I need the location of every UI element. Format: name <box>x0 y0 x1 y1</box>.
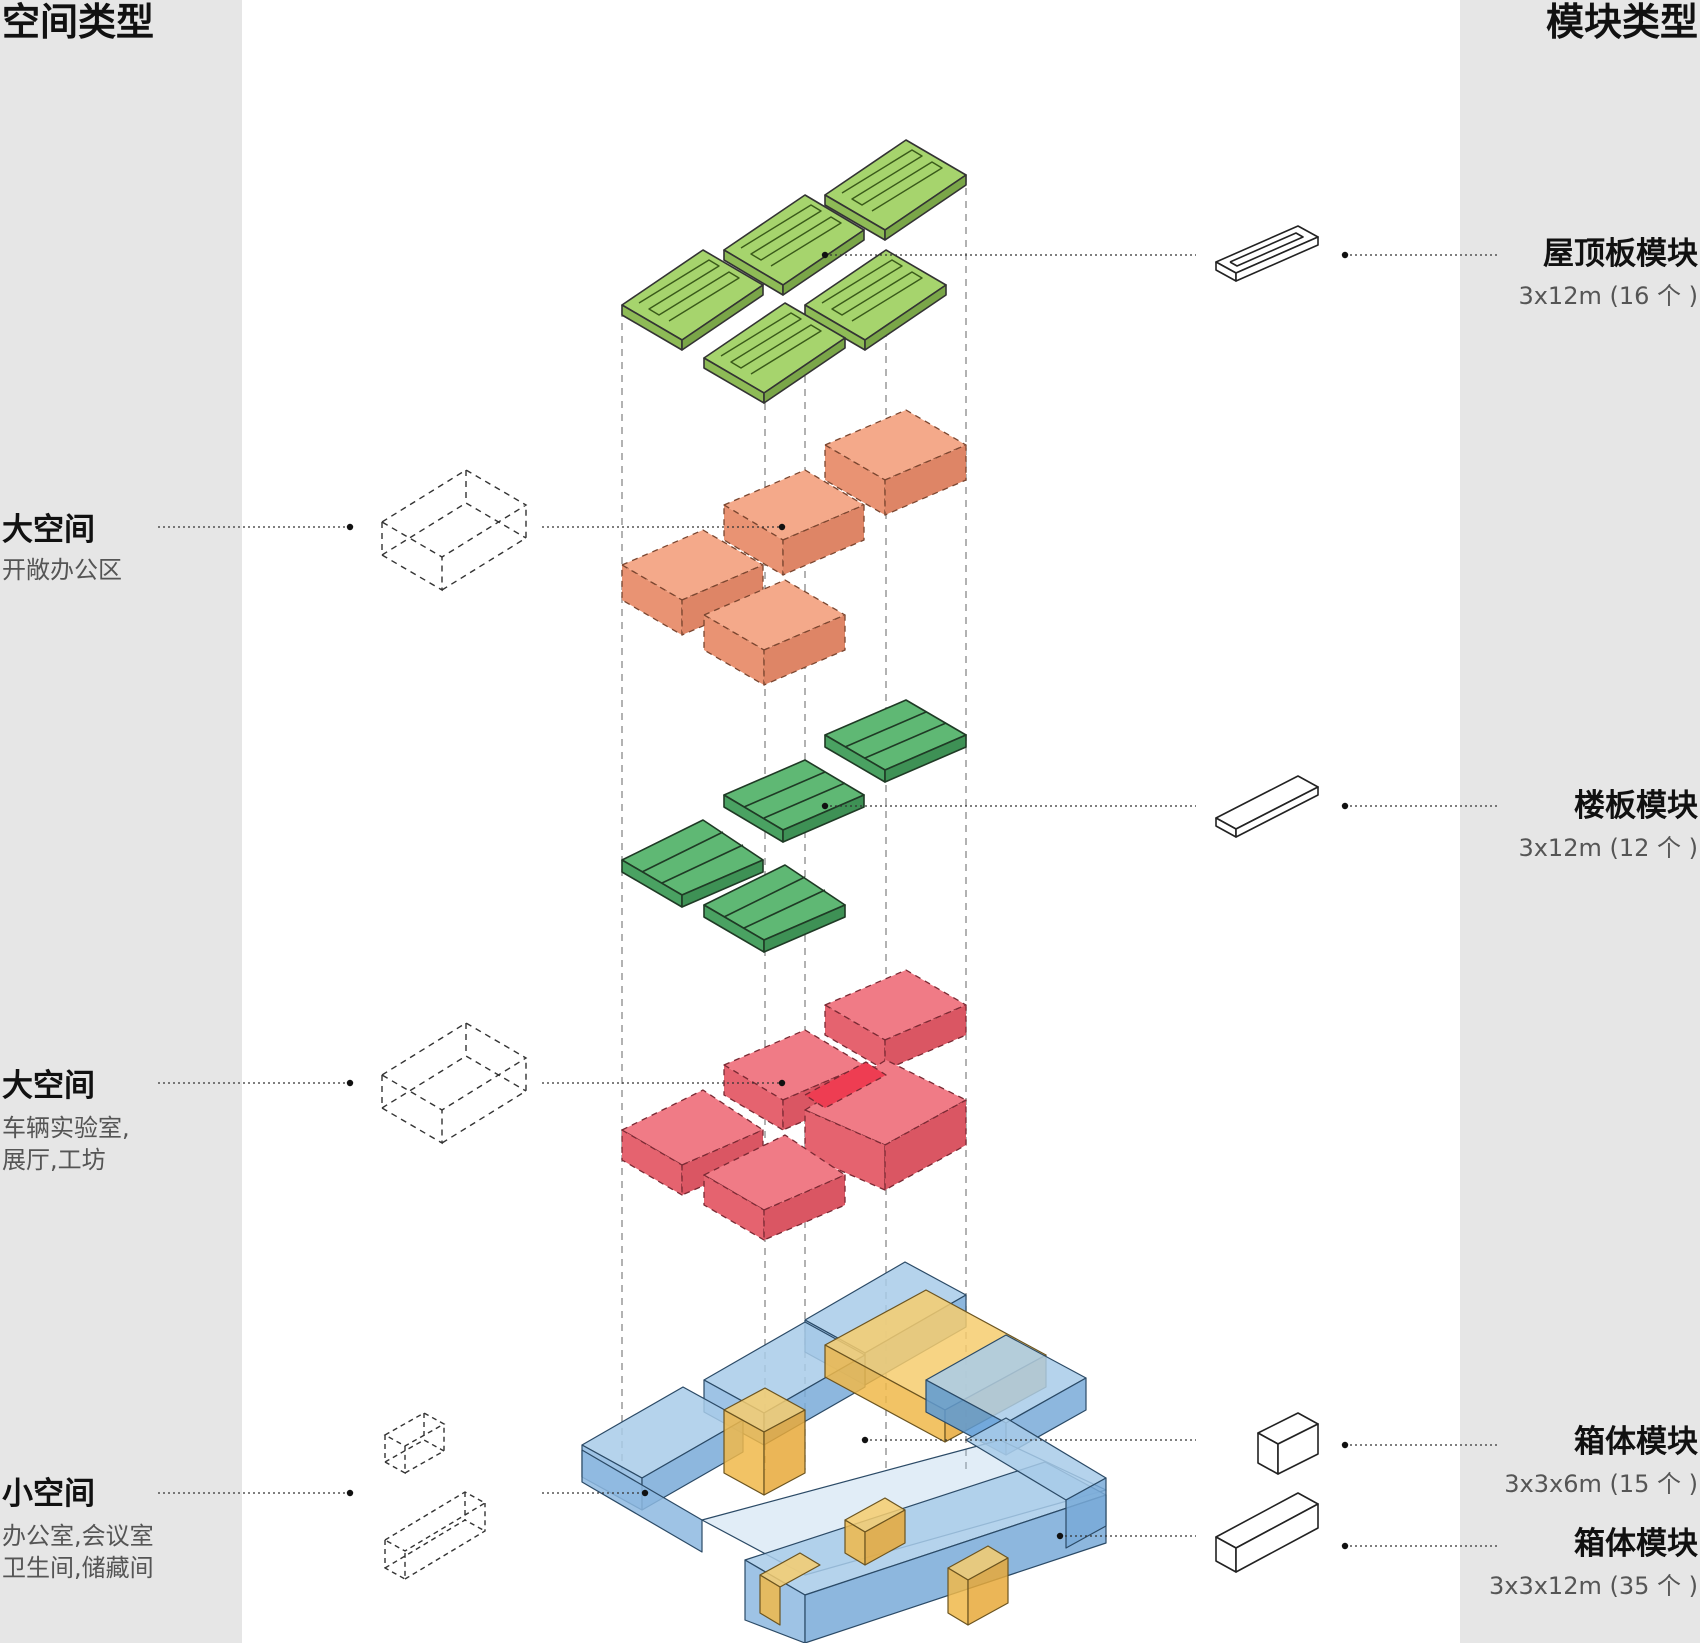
module-box-6m-name: 箱体模块 <box>1574 1424 1698 1460</box>
roof-slab-b <box>723 194 865 296</box>
roof-slab-c <box>804 249 947 351</box>
floor-slab-d <box>703 864 846 953</box>
module-box-6m-spec: 3x3x6m (15 个 ) <box>1504 1470 1698 1498</box>
leader-dots <box>346 251 1349 1550</box>
module-floor-name: 楼板模块 <box>1574 788 1698 824</box>
space-type-small-desc-2: 卫生间,储藏间 <box>2 1554 154 1582</box>
module-box-12m-spec: 3x3x12m (35 个 ) <box>1488 1572 1698 1600</box>
dashed-box-icon <box>383 1412 446 1475</box>
floor-slab-c <box>621 819 764 908</box>
dashed-box-icon <box>380 469 528 592</box>
office-block-b <box>723 469 865 576</box>
box-ring-right-arm <box>965 1417 1107 1549</box>
space-type-large-lab-desc-1: 车辆实验室, <box>2 1114 130 1142</box>
box-module-layer <box>581 1261 1107 1643</box>
right-panel <box>1460 0 1700 1643</box>
left-panel <box>0 0 242 1643</box>
module-box-12m-name: 箱体模块 <box>1574 1526 1698 1562</box>
dashed-box-icon <box>380 1022 528 1145</box>
lab-block-e <box>804 1059 967 1191</box>
space-type-small-desc-1: 办公室,会议室 <box>2 1522 154 1550</box>
box-12m-icon <box>1215 1492 1319 1573</box>
space-type-large-office-name: 大空间 <box>2 512 95 548</box>
office-block-d <box>703 579 846 686</box>
roof-slab-d <box>621 249 764 351</box>
roof-slab-icon <box>1215 225 1319 282</box>
module-floor-spec: 3x12m (12 个 ) <box>1518 834 1698 862</box>
floor-slab-b <box>723 759 865 843</box>
box-6m-icon <box>1257 1412 1319 1475</box>
leader-lines <box>158 254 1500 1547</box>
lab-block-a <box>824 969 967 1071</box>
box-yellow-left <box>723 1387 806 1496</box>
office-block-a <box>824 409 967 516</box>
office-layer <box>621 409 967 686</box>
roof-slab-a <box>824 139 967 241</box>
roof-slab-e <box>703 302 846 404</box>
space-type-large-office-desc: 开敞办公区 <box>2 556 122 584</box>
space-type-large-lab-desc-2: 展厅,工坊 <box>2 1146 106 1174</box>
space-type-large-lab-name: 大空间 <box>2 1068 95 1104</box>
lab-layer <box>621 969 967 1241</box>
dashed-box-icon <box>383 1491 487 1581</box>
roof-layer <box>621 139 967 404</box>
floor-layer <box>621 699 967 953</box>
floor-slab-icon <box>1215 775 1319 838</box>
right-panel-title: 模块类型 <box>1545 0 1698 44</box>
lab-block-d <box>703 1134 846 1241</box>
module-roof-spec: 3x12m (16 个 ) <box>1518 282 1698 310</box>
office-block-c <box>621 529 764 636</box>
lab-block-c <box>621 1089 764 1196</box>
box-yellow-front <box>759 1497 1009 1626</box>
left-panel-title: 空间类型 <box>2 0 155 44</box>
floor-slab-a <box>824 699 967 783</box>
box-ring-front-left <box>581 1449 703 1553</box>
space-type-small-name: 小空间 <box>2 1476 95 1512</box>
module-roof-name: 屋顶板模块 <box>1543 236 1698 272</box>
